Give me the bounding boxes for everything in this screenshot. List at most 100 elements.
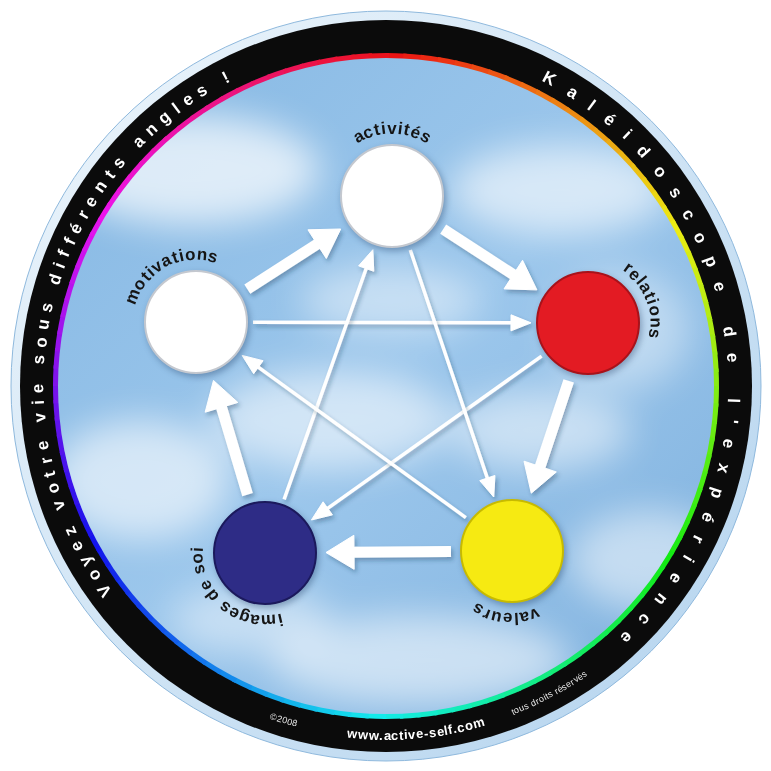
glyph: w <box>357 727 368 744</box>
glyph: s <box>188 563 211 577</box>
glyph: i <box>186 547 207 553</box>
glyph: n <box>89 176 112 197</box>
glyph: d <box>718 325 740 339</box>
glyph: n <box>196 243 208 265</box>
glyph: ' <box>722 418 743 424</box>
glyph <box>28 371 49 376</box>
glyph: s <box>28 354 50 365</box>
node-label: relations <box>611 251 673 351</box>
glyph: é <box>64 219 87 237</box>
connector-arrow <box>524 381 569 493</box>
glyph: l <box>513 608 519 629</box>
glyph: f <box>59 235 80 249</box>
glyph: d <box>43 271 66 287</box>
glyph: e <box>66 537 89 555</box>
glyph: u <box>32 318 55 332</box>
glyph: o <box>689 228 712 246</box>
glyph: c <box>677 205 700 224</box>
glyph: ! <box>218 67 233 88</box>
glyph: v <box>408 727 416 743</box>
glyph: o <box>30 336 52 349</box>
circle-fill <box>145 271 247 373</box>
arrow-head <box>242 355 263 373</box>
outer-ring <box>11 11 761 761</box>
glyph: t <box>100 166 120 183</box>
circle-fill <box>214 502 316 604</box>
glyph: p <box>705 485 728 501</box>
glyph: o <box>649 161 672 182</box>
arrow-shaft <box>253 320 515 324</box>
arrow-shaft <box>538 381 568 472</box>
glyph: s <box>192 79 211 102</box>
glyph: i <box>404 727 409 743</box>
glyph: c <box>633 608 655 629</box>
glyph: i <box>618 126 636 144</box>
circle-shape <box>213 501 317 605</box>
glyph: e <box>80 192 103 211</box>
glyph: t <box>399 728 404 744</box>
circle-shape <box>460 499 564 603</box>
glyph: e <box>616 626 637 648</box>
glyph <box>714 304 736 313</box>
glyph: K <box>539 67 560 91</box>
glyph: e <box>665 568 688 587</box>
cloud <box>570 510 730 610</box>
sky <box>58 58 714 714</box>
arrow-head <box>524 461 556 493</box>
copyright: ©2008 <box>265 708 304 732</box>
node-circle: activités <box>340 144 444 248</box>
glyph: e <box>718 437 740 450</box>
glyph: i <box>678 551 699 566</box>
glyph: d <box>632 141 655 163</box>
connector-arrow <box>410 250 495 497</box>
circle-shape <box>536 271 640 375</box>
glyph: g <box>154 106 175 129</box>
black-band <box>20 20 752 752</box>
connector-arrow <box>326 535 451 569</box>
circle-shape <box>340 144 444 248</box>
glyph <box>30 428 51 435</box>
glyph: c <box>391 728 399 744</box>
glyph: r <box>72 206 94 222</box>
glyph: a <box>128 131 150 152</box>
glyph: z <box>59 523 82 540</box>
node-circle: relations <box>536 271 640 375</box>
glyph: e <box>502 608 513 630</box>
website: www.active-self.com <box>339 710 492 749</box>
arrow-head <box>308 229 341 258</box>
node-label: activités <box>341 111 442 154</box>
arrow-shaft <box>348 546 451 558</box>
arrow-shaft <box>284 265 367 500</box>
glyph: r <box>687 532 709 547</box>
connector-arrow <box>253 315 531 331</box>
glyph <box>40 289 61 299</box>
glyph: é <box>697 509 720 526</box>
glyph: l <box>168 99 184 119</box>
connector-arrow <box>205 380 247 494</box>
glyph: w <box>368 728 379 744</box>
glyph: v <box>48 497 71 513</box>
glyph: e <box>708 278 731 293</box>
cloud <box>60 115 320 225</box>
circle-fill <box>461 500 563 602</box>
glyph: x <box>713 461 736 475</box>
glyph: a <box>563 81 582 104</box>
glyph: l <box>723 398 744 404</box>
glyph: i <box>28 400 49 406</box>
arrow-shaft <box>324 356 541 511</box>
node-circle: valeurs <box>460 499 564 603</box>
connector-arrow <box>311 356 541 520</box>
glyph: l <box>584 95 600 115</box>
arrow-shaft <box>410 250 488 482</box>
glyph: o <box>184 243 196 265</box>
connector-arrow <box>443 229 537 290</box>
circle-fill <box>341 145 443 247</box>
arrow-shaft <box>443 229 518 277</box>
cloud <box>300 265 480 335</box>
node-label: motivations <box>116 237 230 313</box>
glyph <box>207 73 221 94</box>
arrow-shaft <box>255 365 466 518</box>
arrow-shaft <box>220 402 248 495</box>
